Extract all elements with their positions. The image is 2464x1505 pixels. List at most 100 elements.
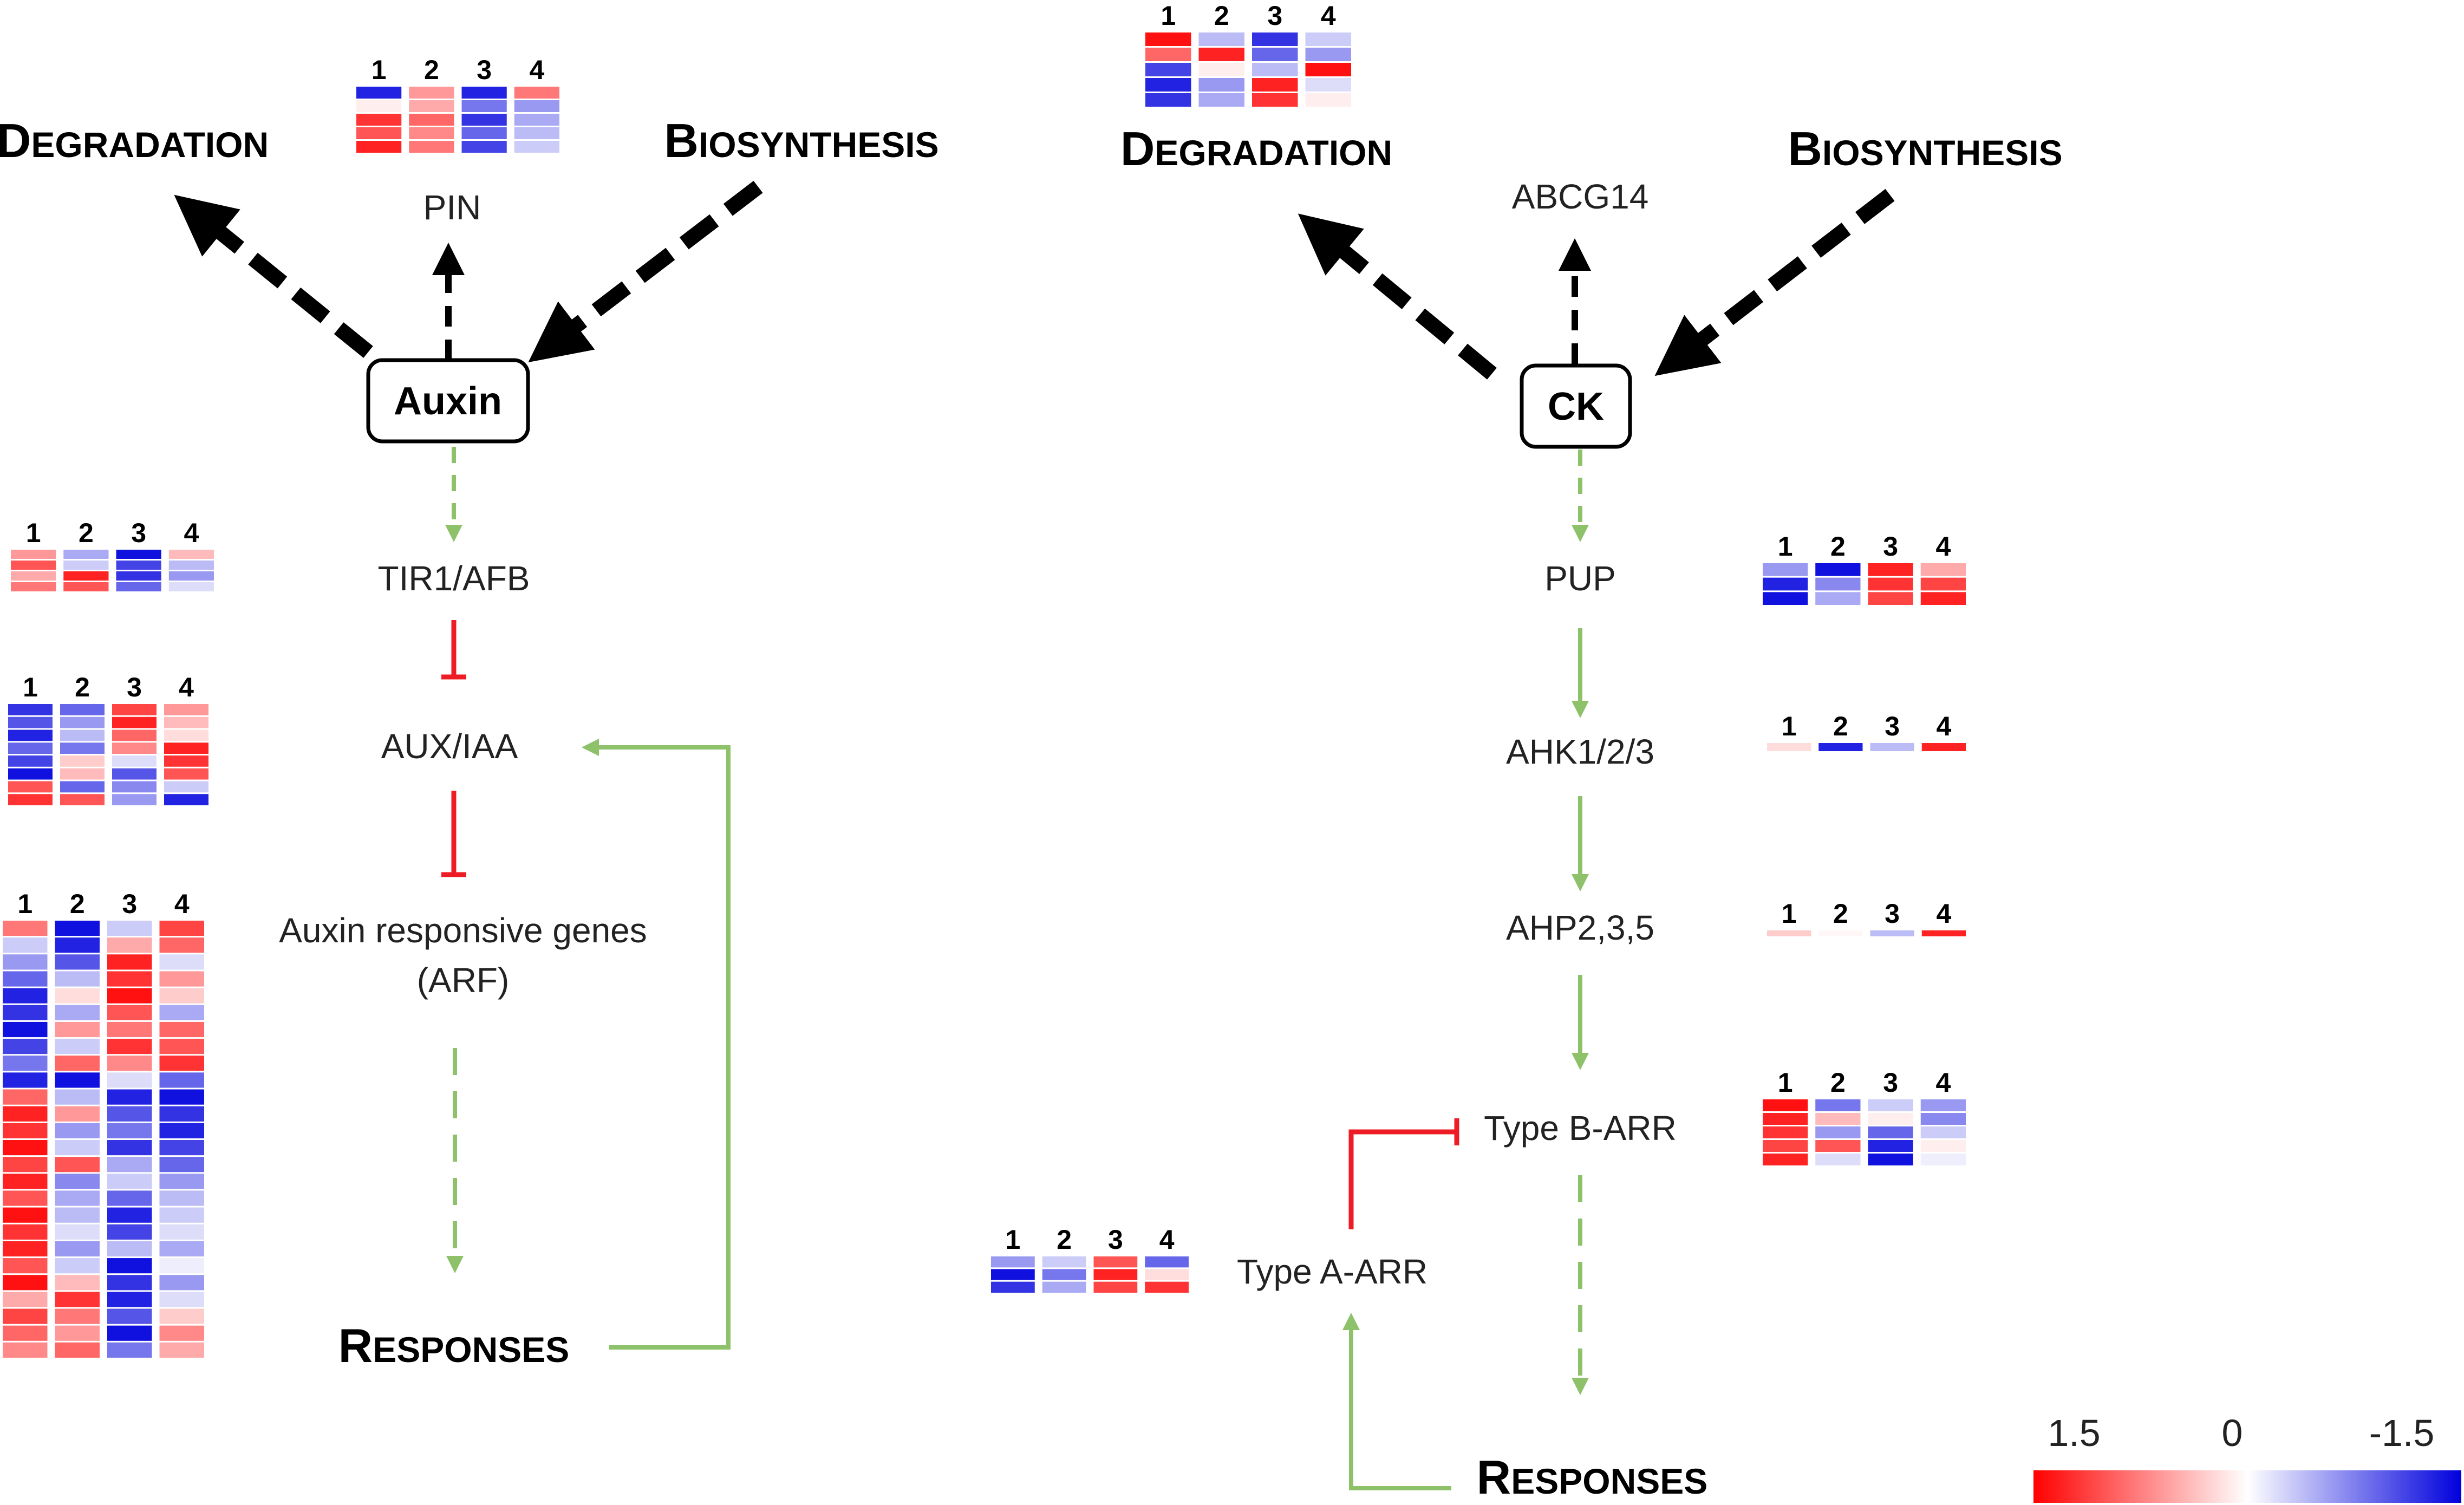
heatmap-cell	[55, 1292, 100, 1307]
heatmap-column-label: 2	[1214, 1, 1229, 31]
heatmap-column-label: 4	[179, 672, 194, 702]
heatmap-cell	[159, 1039, 204, 1054]
heatmap-cell	[55, 954, 100, 970]
heatmap-cell	[1252, 93, 1298, 107]
heatmap-cell	[1870, 743, 1914, 751]
heatmap-column-label: 1	[1161, 1, 1176, 31]
heatmap-cell	[3, 1056, 48, 1071]
heatmap-column-label: 3	[477, 55, 492, 85]
heatmap-cell	[1145, 78, 1191, 92]
heatmap-cell	[514, 87, 559, 99]
auxin-panel: DEGRADATION BIOSYNTHESIS PIN Auxin TIR1/…	[0, 114, 939, 1372]
heatmap-cell	[409, 114, 454, 126]
heatmap-cell	[1920, 1099, 1966, 1111]
heatmap-cell	[1815, 592, 1861, 605]
heatmap-column-label: 2	[1833, 898, 1848, 929]
heatmap-cell	[159, 1005, 204, 1020]
heatmap-column-label: 4	[1935, 1067, 1951, 1098]
heatmap-cell	[8, 794, 53, 805]
heatmap-cell	[164, 781, 208, 793]
heatmap-cell	[107, 1325, 152, 1341]
heatmap-cell	[1252, 78, 1298, 92]
heatmap-cell	[1920, 577, 1966, 591]
ck-degradation-arrow	[1298, 213, 1497, 380]
heatmap-cell	[55, 1308, 100, 1324]
heatmap-column-label: 2	[1830, 531, 1846, 562]
heatmap-cell	[3, 1174, 48, 1189]
heatmap-cell	[1305, 63, 1351, 76]
heatmap-cell	[159, 1190, 204, 1206]
heatmap-cell	[168, 582, 214, 591]
auxin-degradation-arrow	[174, 194, 373, 358]
heatmap-cell	[514, 127, 559, 139]
heatmap-cell	[107, 1174, 152, 1189]
heatmap-cell	[60, 768, 105, 780]
heatmap-column-label: 1	[371, 55, 387, 85]
heatmap-cell	[1145, 1256, 1189, 1268]
heatmap-cell	[1198, 63, 1244, 76]
heatmap-cell	[159, 1106, 204, 1122]
heatmap-cell	[356, 114, 402, 126]
heatmap-cell	[107, 1021, 152, 1038]
heatmap-cell	[991, 1269, 1035, 1280]
heatmap-cell	[63, 582, 109, 591]
pup-label: PUP	[1544, 559, 1616, 598]
heatmap-cell	[112, 794, 157, 805]
heatmap-cell	[1868, 1140, 1913, 1152]
heatmap-cell	[55, 1140, 100, 1156]
heatmap-cell	[55, 1157, 100, 1172]
heatmap-cell	[1815, 1126, 1861, 1138]
heatmap-cell	[159, 1157, 204, 1172]
heatmap-cell	[107, 1005, 152, 1020]
heatmap-cell	[55, 1072, 100, 1088]
heatmap-cell	[3, 1123, 48, 1138]
heatmap-cell	[107, 988, 152, 1004]
heatmap-column-label: 1	[1778, 1067, 1793, 1098]
heatmap-column-label: 4	[184, 518, 199, 548]
heatmap-cell	[112, 704, 157, 715]
heatmap-column-label: 3	[1883, 1067, 1898, 1098]
heatmap-cell	[991, 1256, 1035, 1268]
heatmap-cell	[1042, 1256, 1086, 1268]
heatmap-cell	[1868, 1113, 1913, 1125]
auxin-pin-label: PIN	[423, 188, 481, 227]
heatmap-cell	[1868, 1099, 1913, 1111]
heatmap-cell	[1868, 563, 1913, 576]
heatmap-column-label: 1	[1778, 531, 1793, 562]
heatmap-cell	[356, 141, 402, 153]
heatmap-column-label: 1	[26, 518, 41, 548]
heatmap-cell	[3, 1106, 48, 1122]
heatmap-cell	[107, 1089, 152, 1105]
heatmap-cell	[168, 561, 214, 570]
heatmap-cell	[112, 716, 157, 728]
heatmap-cell	[107, 1224, 152, 1240]
auxin-box-label: Auxin	[394, 380, 502, 423]
heatmap-cell	[107, 1275, 152, 1291]
ahp-label: AHP2,3,5	[1506, 908, 1654, 947]
heatmap-cell	[3, 1292, 48, 1307]
heatmap-cell	[55, 1325, 100, 1341]
heatmap-cell	[1818, 930, 1863, 936]
heatmap-cell	[1252, 32, 1298, 46]
heatmap-cell	[164, 704, 208, 715]
heatmap-cell	[164, 755, 208, 767]
heatmap-cell	[159, 954, 204, 970]
heatmap-cell	[159, 1021, 204, 1038]
heatmap-cell	[3, 1275, 48, 1291]
heatmap-cell	[55, 1005, 100, 1020]
heatmap-cell	[164, 742, 208, 754]
heatmap-cell	[3, 937, 48, 953]
heatmap-cell	[8, 729, 53, 741]
heatmap-cell	[3, 988, 48, 1004]
heatmap-cell	[159, 1072, 204, 1088]
aux-iaa-label: AUX/IAA	[381, 727, 518, 766]
tir1-afb-label: TIR1/AFB	[378, 559, 530, 598]
heatmap-column-label: 3	[131, 518, 146, 548]
heatmap-cell	[55, 1106, 100, 1122]
heatmap-cell	[55, 988, 100, 1004]
heatmap-cell	[1815, 563, 1861, 576]
heatmap-cell	[112, 755, 157, 767]
